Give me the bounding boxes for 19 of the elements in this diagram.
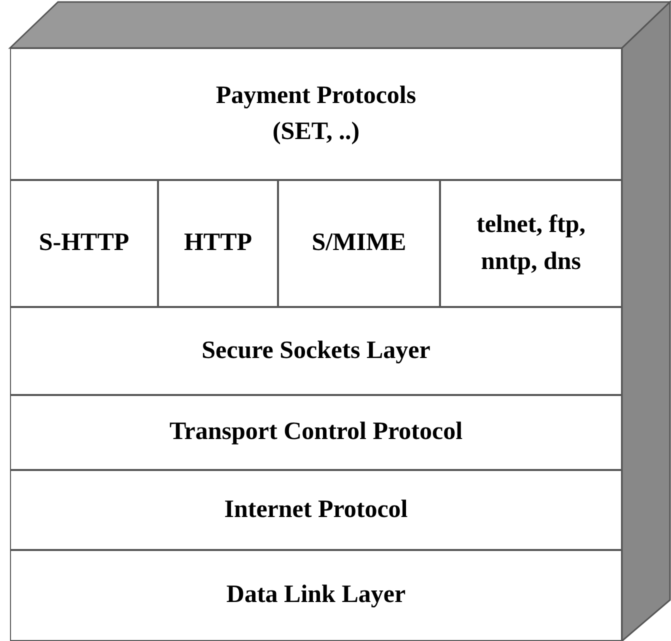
layer-label: S-HTTP xyxy=(38,228,130,258)
layer-label: Transport Control Protocol xyxy=(169,417,463,448)
layer-box xyxy=(10,470,622,550)
layer-box xyxy=(10,307,622,395)
layer-note: (SET, ..) xyxy=(272,117,360,147)
layer-box xyxy=(10,48,622,180)
layer-box xyxy=(10,550,622,641)
layer-label: telnet, ftp, nntp, dns xyxy=(476,210,586,276)
protocol-cell xyxy=(278,180,440,307)
layer-label: S/MIME xyxy=(312,228,406,258)
protocol-cell xyxy=(440,180,622,307)
layer-label: Payment Protocols xyxy=(216,80,416,111)
layer-label: Internet Protocol xyxy=(224,494,408,525)
protocol-cell xyxy=(10,180,158,307)
protocol-cell xyxy=(158,180,278,307)
layer-label: HTTP xyxy=(184,228,252,258)
layer-label: Data Link Layer xyxy=(226,580,406,610)
layer-label: Secure Sockets Layer xyxy=(202,336,430,366)
layer-box xyxy=(10,395,622,470)
